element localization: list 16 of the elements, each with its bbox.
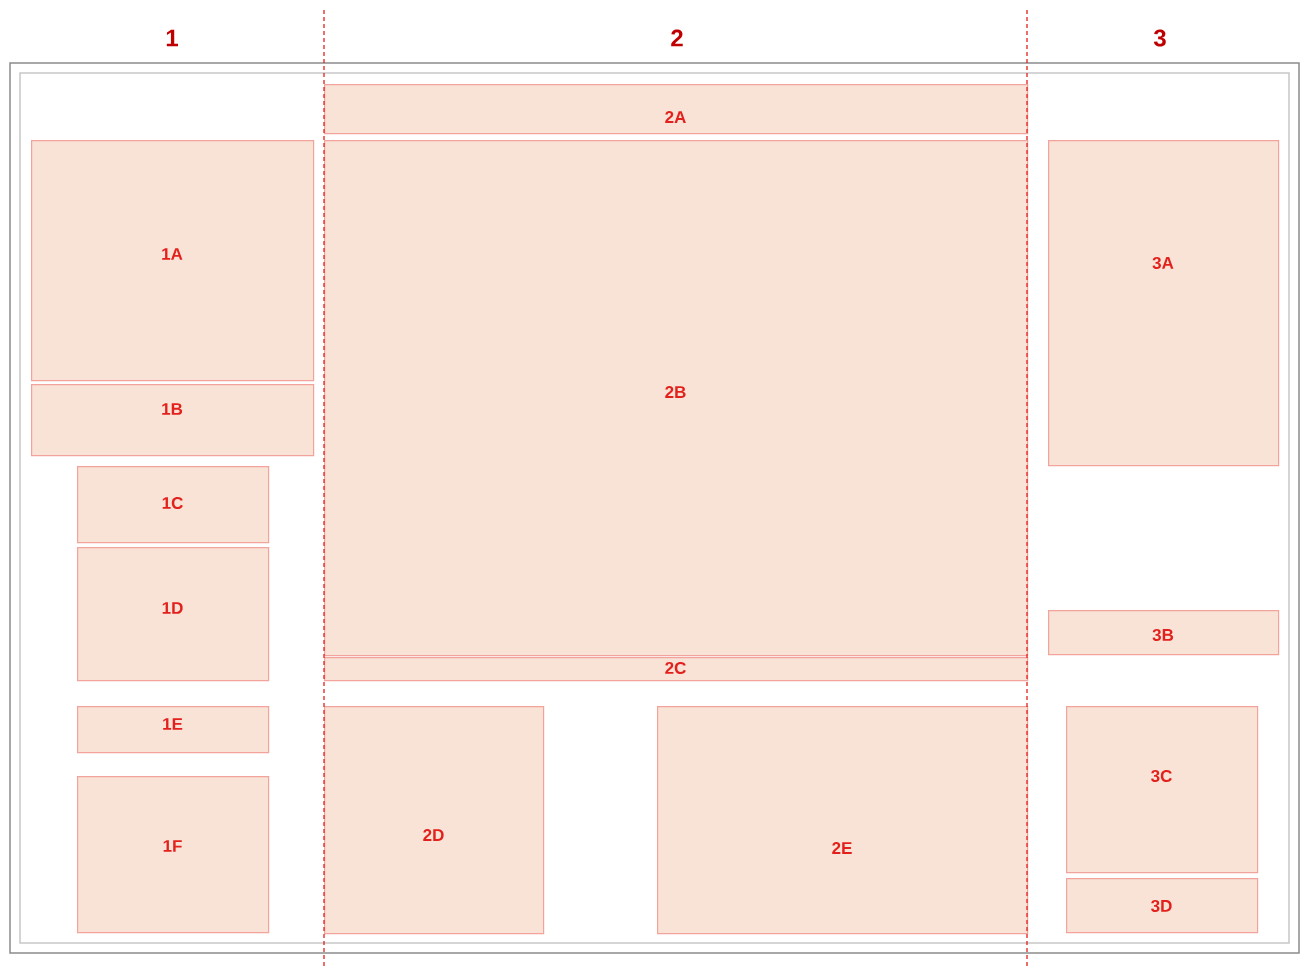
column-number: 3 xyxy=(1153,29,1166,47)
layout-box: 1E xyxy=(77,706,270,754)
column-number: 2 xyxy=(671,29,683,47)
layout-box: 2E xyxy=(657,706,1029,935)
layout-box: 1B xyxy=(31,383,315,457)
layout-box: 2A xyxy=(324,84,1029,135)
layout-box: 3B xyxy=(1048,610,1280,656)
column-number: 1 xyxy=(166,29,178,47)
layout-box: 1F xyxy=(77,776,270,934)
layout-box: 1C xyxy=(77,465,270,544)
layout-box: 1D xyxy=(77,547,270,682)
layout-box: 2C xyxy=(324,657,1029,682)
layout-box: 3A xyxy=(1048,140,1280,467)
layout-box: 3C xyxy=(1066,706,1259,874)
layout-box: 2D xyxy=(324,706,545,935)
layout-box: 3D xyxy=(1066,878,1259,934)
